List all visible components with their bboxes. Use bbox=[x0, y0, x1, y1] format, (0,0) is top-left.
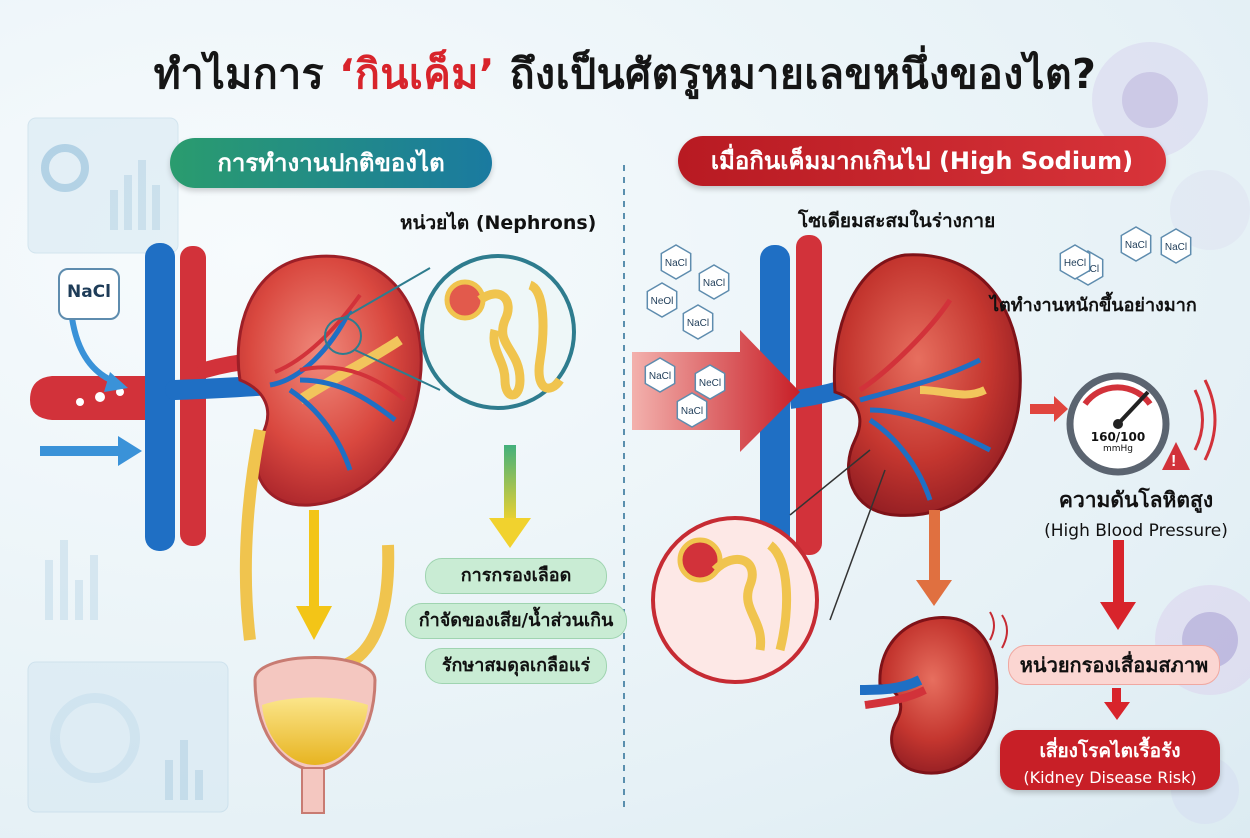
right-kidney bbox=[832, 253, 1022, 517]
salt-crystal-label: NaCl bbox=[1125, 240, 1147, 251]
risk-th: เสี่ยงโรคไตเรื้อรัง bbox=[1039, 740, 1181, 762]
ckd-risk-box: เสี่ยงโรคไตเรื้อรัง (Kidney Disease Risk… bbox=[1000, 730, 1220, 790]
function-filter-blood: การกรองเลือด bbox=[425, 558, 607, 594]
function-balance-minerals: รักษาสมดุลเกลือแร่ bbox=[425, 648, 607, 684]
salt-crystals: NaClNaClNeOlNaClNaClNaClNaClNaClNeClNaCl… bbox=[644, 226, 1192, 428]
normal-function-heading: การทำงานปกติของไต bbox=[170, 138, 492, 188]
salt-crystal-label: NaCl bbox=[681, 406, 703, 417]
svg-text:!: ! bbox=[1171, 453, 1176, 470]
pressure-gauge: ! bbox=[1066, 372, 1217, 476]
left-nephron-zoom bbox=[324, 254, 576, 410]
salt-crystal-label: NaCl bbox=[649, 371, 671, 382]
function-remove-waste: กำจัดของเสีย/น้ำส่วนเกิน bbox=[405, 603, 627, 639]
title-part-1: ทำไมการ bbox=[153, 50, 339, 98]
background-decor bbox=[27, 42, 1250, 824]
bp-label: ความดันโลหิตสูง (High Blood Pressure) bbox=[1036, 484, 1236, 541]
nacl-label: NaCl bbox=[66, 282, 111, 302]
salt-crystal-label: NaCl bbox=[1165, 242, 1187, 253]
gauge-unit: mmHg bbox=[1102, 444, 1133, 454]
damaged-kidney bbox=[859, 611, 1008, 775]
nacl-bubble: NaCl bbox=[58, 268, 120, 320]
left-inflow-arrows bbox=[40, 317, 142, 466]
salt-crystal-label: NeCl bbox=[699, 378, 721, 389]
risk-en: (Kidney Disease Risk) bbox=[1023, 768, 1197, 787]
page-title: ทำไมการ ‘กินเค็ม’ ถึงเป็นศัตรูหมายเลขหนึ… bbox=[0, 42, 1250, 107]
title-highlight: ‘กินเค็ม’ bbox=[338, 50, 495, 98]
gauge-reading: 160/100 bbox=[1090, 430, 1146, 444]
salt-crystal bbox=[644, 357, 676, 393]
left-kidney bbox=[236, 254, 423, 641]
salt-crystal bbox=[698, 264, 730, 300]
salt-crystal bbox=[1059, 244, 1091, 280]
gauge-readout: 160/100 mmHg bbox=[1090, 430, 1146, 454]
salt-crystal bbox=[1120, 226, 1152, 262]
salt-crystal bbox=[1160, 228, 1192, 264]
sodium-accumulation-label: โซเดียมสะสมในร่างกาย bbox=[798, 210, 996, 232]
salt-crystal bbox=[694, 364, 726, 400]
bp-label-en: (High Blood Pressure) bbox=[1044, 521, 1228, 541]
salt-crystal bbox=[646, 282, 678, 318]
left-urine-flow bbox=[253, 510, 395, 814]
kidney-workload-label: ไตทำงานหนักขึ้นอย่างมาก bbox=[990, 295, 1197, 316]
salt-crystal bbox=[682, 304, 714, 340]
salt-crystal-label: HeCl bbox=[1064, 258, 1086, 269]
damaged-nephron-zoom bbox=[651, 449, 886, 684]
salt-crystal-label: NaCl bbox=[687, 318, 709, 329]
salt-crystal-label: NaCl bbox=[665, 258, 687, 269]
title-part-2: ถึงเป็นศัตรูหมายเลขหนึ่งของไต? bbox=[494, 50, 1097, 98]
high-sodium-heading: เมื่อกินเค็มมากเกินไป (High Sodium) bbox=[678, 136, 1166, 186]
right-flow-arrows bbox=[916, 396, 1136, 720]
nephron-damage-box: หน่วยกรองเสื่อมสภาพ bbox=[1008, 645, 1220, 685]
salt-crystal-label: NaCl bbox=[703, 278, 725, 289]
salt-crystal bbox=[676, 392, 708, 428]
bp-label-th: ความดันโลหิตสูง bbox=[1058, 488, 1214, 512]
left-function-arrow bbox=[489, 445, 531, 548]
salt-crystal-label: NeOl bbox=[651, 296, 674, 307]
nephron-label: หน่วยไต (Nephrons) bbox=[400, 212, 597, 234]
salt-crystal bbox=[660, 244, 692, 280]
